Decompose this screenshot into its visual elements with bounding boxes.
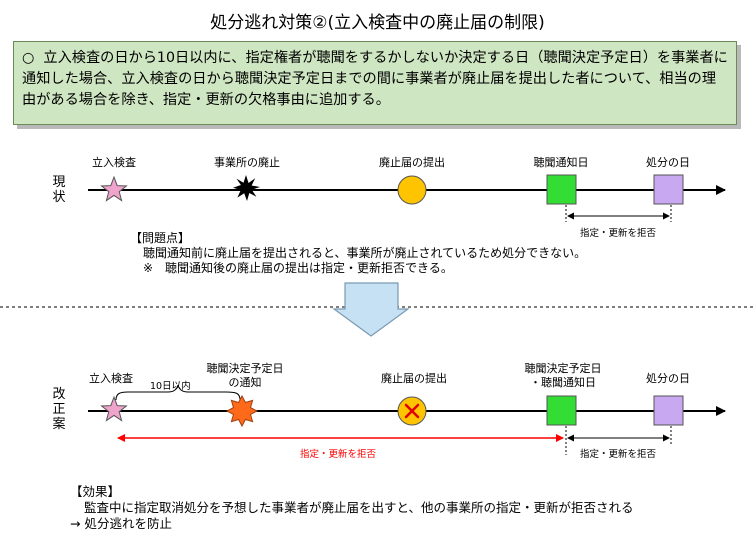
current-range-label: 指定・更新を拒否 (580, 228, 657, 239)
transition-arrow (332, 282, 410, 337)
effect-line-2: → 処分逃れを防止 (70, 516, 172, 531)
effect-line-1: 監査中に指定取消処分を予想した事業者が廃止届を出すと、他の事業所の指定・更新が拒… (84, 500, 634, 515)
revised-notice-star-icon (225, 394, 259, 428)
ten-day-brace (115, 384, 241, 401)
problem-line-1: 聴聞通知前に廃止届を提出されると、事業所が廃止されているため処分できない。 (143, 246, 587, 260)
current-label-disposition: 処分の日 (646, 156, 690, 169)
current-abolition-circle-icon (397, 175, 427, 205)
revised-range-label: 指定・更新を拒否 (580, 449, 657, 460)
revised-label-disposition: 処分の日 (646, 372, 690, 385)
summary-bullet: ○ (22, 50, 35, 66)
current-label-abolition: 廃止届の提出 (379, 156, 445, 169)
page-title: 処分逃れ対策②(立入検査中の廃止届の制限) (210, 13, 545, 33)
problem-heading: 【問題点】 (130, 231, 191, 245)
revised-label-inspection: 立入検査 (89, 372, 133, 385)
current-label-closure: 事業所の廃止 (214, 156, 280, 169)
problem-line-2: ※ 聴聞通知後の廃止届の提出は指定・更新拒否できる。 (143, 261, 453, 275)
revised-disposition-square-icon (653, 395, 684, 426)
revised-label-abolition: 廃止届の提出 (381, 372, 447, 385)
summary-box: ○ 立入検査の日から10日以内に、指定権者が聴聞をするかしないか決定する日（聴聞… (13, 41, 737, 125)
brace-label: 10日以内 (150, 381, 191, 392)
current-label-inspection: 立入検査 (92, 156, 136, 169)
red-range-label: 指定・更新を拒否 (300, 449, 377, 460)
current-side-label: 現 状 (52, 175, 66, 205)
current-disposition-square-icon (653, 174, 684, 205)
current-hearing-square-icon (546, 174, 577, 205)
current-label-hearing: 聴聞通知日 (533, 156, 589, 169)
revised-side-label: 改 正 案 (52, 387, 66, 432)
cross-icon (404, 403, 420, 419)
revised-hearing-square-icon (546, 395, 577, 426)
current-closure-burst-icon (233, 175, 260, 201)
effect-heading: 【効果】 (70, 484, 121, 499)
current-inspection-star-icon (100, 175, 128, 202)
revised-label-notice: 聴聞決定予定日 の通知 (206, 362, 284, 389)
revised-label-hearing: 聴聞決定予定日 ・聴聞通知日 (524, 362, 602, 389)
summary-text: 立入検査の日から10日以内に、指定権者が聴聞をするかしないか決定する日（聴聞決定… (22, 50, 728, 108)
revised-inspection-star-icon (100, 395, 128, 422)
